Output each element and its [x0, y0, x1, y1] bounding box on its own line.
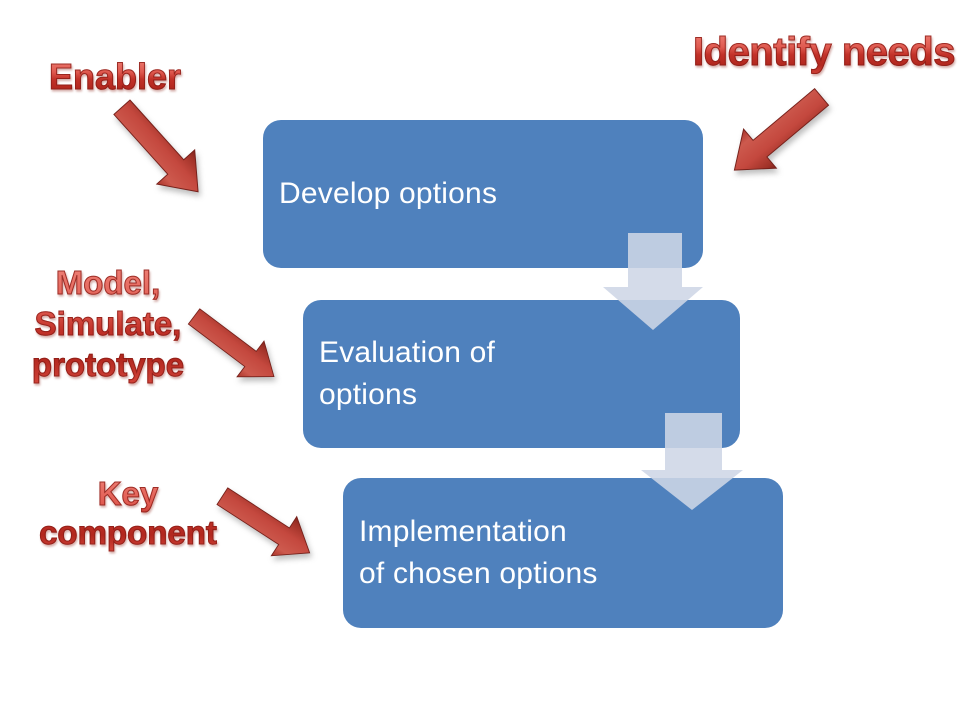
annotation-model-simulate-prototype: Model, Simulate, prototype: [10, 262, 206, 385]
process-box-label: Implementation of chosen options: [359, 515, 598, 590]
annotation-enabler: Enabler: [35, 56, 195, 98]
red-3d-arrow-icon: [102, 89, 218, 210]
down-block-arrow-icon: [641, 413, 743, 510]
annotation-identify-needs: Identify needs: [664, 30, 960, 75]
process-box-label: Develop options: [279, 177, 498, 210]
process-box-label: Evaluation of options: [319, 336, 496, 411]
red-3d-arrow-icon: [717, 76, 839, 191]
red-3d-arrow-icon: [180, 298, 288, 395]
red-3d-arrow-icon: [209, 476, 323, 573]
process-box-develop-options: Develop options: [263, 120, 703, 268]
process-box-implementation: Implementation of chosen options: [343, 478, 783, 628]
down-block-arrow-icon: [603, 233, 703, 330]
annotation-key-component: Key component: [28, 474, 228, 552]
